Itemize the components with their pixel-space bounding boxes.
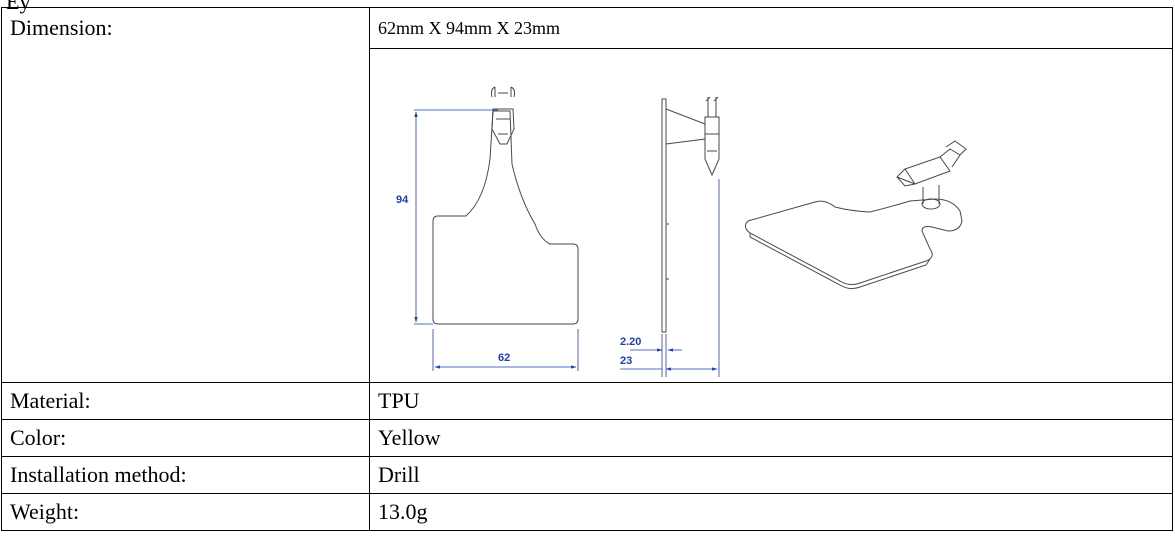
color-value: Yellow [378, 425, 441, 450]
side-view-peg [704, 116, 720, 177]
front-width-dimension: 62 [432, 329, 579, 371]
isometric-view [744, 140, 967, 290]
technical-drawing-cell: 94 62 [369, 48, 1173, 383]
technical-drawing: 94 62 [396, 86, 967, 377]
front-view [432, 86, 579, 325]
weight-value: 13.0g [378, 499, 428, 524]
material-label: Material: [10, 388, 91, 413]
installation-label-cell: Installation method: [1, 456, 370, 494]
side-view-plate [661, 98, 667, 333]
isometric-view-outline [744, 198, 963, 286]
material-label-cell: Material: [1, 382, 370, 420]
table-row-material: Material: TPU [1, 382, 1173, 420]
table-row-dimension: Dimension: 62mm X 94mm X 23mm [1, 7, 1173, 383]
color-value-cell: Yellow [369, 419, 1173, 457]
cropped-heading: Ey [0, 0, 1175, 13]
table-row-color: Color: Yellow [1, 419, 1173, 457]
table-row-drawing: 94 62 [2, 48, 1173, 383]
color-label: Color: [10, 425, 67, 450]
weight-label-cell: Weight: [1, 493, 370, 531]
front-view-peg [491, 108, 515, 145]
installation-label: Installation method: [10, 462, 187, 487]
front-height-dimension: 94 [396, 109, 498, 325]
side-thickness-label: 2.20 [620, 336, 641, 348]
material-value: TPU [378, 388, 420, 413]
installation-value-cell: Drill [369, 456, 1173, 494]
front-view-outline [432, 110, 579, 325]
table-row-installation: Installation method: Drill [1, 456, 1173, 494]
weight-value-cell: 13.0g [369, 493, 1173, 531]
side-depth-label: 23 [620, 355, 632, 367]
dimension-value: 62mm X 94mm X 23mm [378, 18, 561, 38]
side-view [661, 96, 720, 333]
spec-table: Dimension: 62mm X 94mm X 23mm [1, 7, 1173, 531]
weight-label: Weight: [10, 499, 80, 524]
side-dimensions: 2.20 23 [620, 179, 720, 377]
dimension-label-cell: Dimension: [1, 7, 370, 383]
dimension-label: Dimension: [10, 15, 113, 40]
color-label-cell: Color: [1, 419, 370, 457]
dimension-value-cell: 62mm X 94mm X 23mm [369, 7, 1173, 49]
material-value-cell: TPU [369, 382, 1173, 420]
isometric-view-peg [904, 156, 951, 185]
front-width-label: 62 [498, 352, 510, 364]
front-height-label: 94 [396, 194, 409, 206]
table-row-weight: Weight: 13.0g [1, 493, 1173, 531]
installation-value: Drill [378, 462, 420, 487]
